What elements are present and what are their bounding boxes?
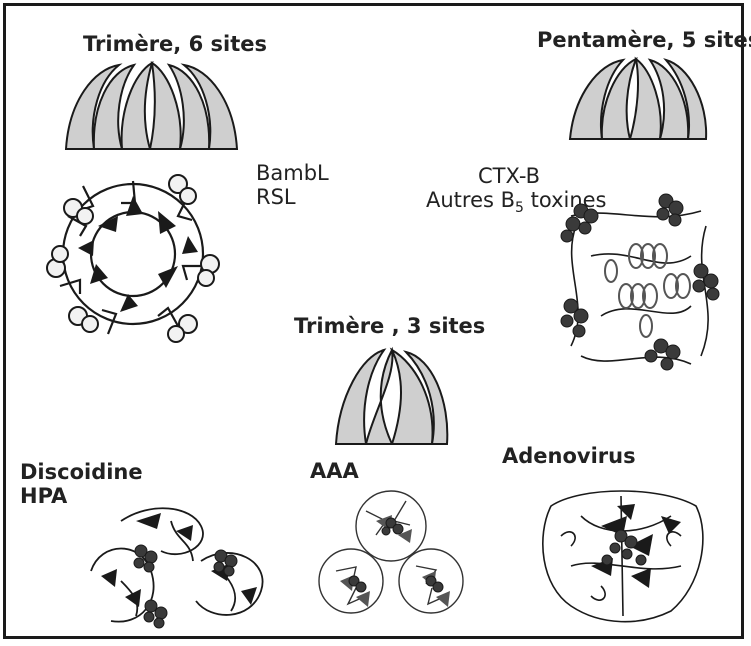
protein-rsl: RSL	[256, 185, 329, 209]
protein-subscript-5: 5	[515, 200, 524, 216]
protein-discoidine: Discoidine	[20, 460, 143, 484]
title-trimer-3-sites: Trimère , 3 sites	[294, 314, 485, 338]
title-pentamer-5-sites: Pentamère, 5 sites	[537, 28, 751, 52]
adenovirus-structure	[531, 476, 716, 626]
fan-icon-five-sites	[568, 56, 708, 141]
discoidine-structure	[81, 501, 281, 636]
protein-bambl: BambL	[256, 161, 329, 185]
bambl-rsl-structure	[38, 156, 228, 351]
proteins-trimer-6: BambL RSL	[256, 161, 329, 209]
protein-autres-prefix: Autres B	[426, 188, 515, 212]
aaa-structure	[306, 481, 476, 621]
figure-frame: Trimère, 6 sites BambL RSL	[3, 3, 744, 639]
protein-ctx-b: CTX-B	[478, 164, 607, 188]
protein-adenovirus: Adenovirus	[502, 444, 636, 468]
title-trimer-6-sites: Trimère, 6 sites	[83, 32, 267, 56]
fan-icon-three-sites	[334, 346, 449, 446]
protein-aaa: AAA	[310, 459, 359, 483]
ctx-b-structure	[551, 186, 731, 376]
fan-icon-six-sites	[64, 61, 239, 151]
